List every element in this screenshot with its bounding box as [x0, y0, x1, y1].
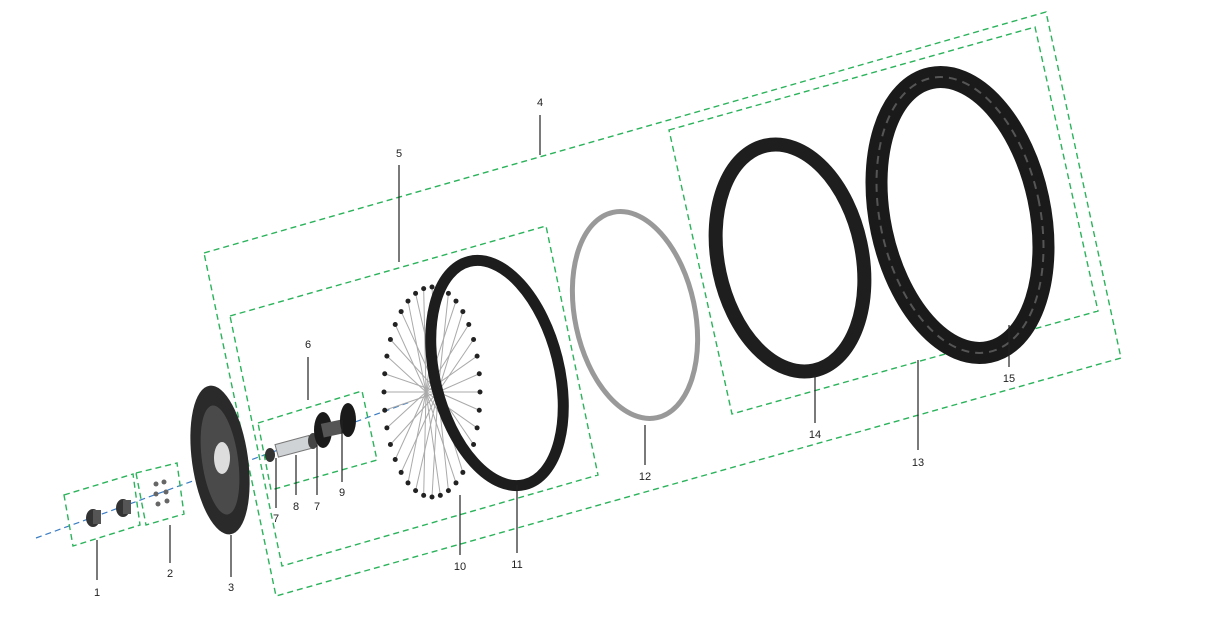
group-box-1 [63, 473, 141, 547]
spoke [384, 373, 439, 393]
spoke [386, 355, 427, 393]
callout-7b: 7 [314, 501, 320, 513]
spoke [425, 391, 441, 496]
spoke-nipple [384, 353, 390, 359]
spoke-nipple [429, 494, 435, 500]
spoke-nipple [460, 469, 466, 475]
spoke-nipple [429, 284, 435, 290]
part-brake-disc [190, 385, 250, 535]
callout-15: 15 [1003, 373, 1015, 385]
part-rim-strip [569, 209, 701, 421]
group-box-4 [203, 11, 1122, 597]
callout-13: 13 [912, 457, 924, 469]
spoke [437, 293, 449, 393]
spoke-nipple [474, 353, 480, 359]
spoke [400, 391, 439, 473]
spoke-nipple [392, 456, 398, 462]
spoke-nipple [387, 337, 393, 342]
callout-8: 8 [293, 501, 299, 513]
callout-6: 6 [305, 339, 311, 351]
callout-1: 1 [94, 587, 100, 599]
spoke-nipple [474, 425, 480, 431]
callout-4: 4 [537, 97, 543, 109]
spoke [437, 339, 474, 393]
spoke-nipple [382, 407, 388, 413]
spoke [390, 391, 439, 445]
spoke-nipple [421, 492, 427, 498]
group-box-13 [668, 26, 1099, 415]
callout-7a: 7 [273, 513, 279, 525]
spoke-nipple [437, 492, 443, 498]
spoke [423, 391, 427, 496]
spoke-nipple [405, 298, 411, 304]
spoke-nipple [405, 480, 411, 486]
group-box-6 [257, 390, 378, 491]
spoke-nipple [445, 488, 451, 494]
spoke-nipple [453, 298, 459, 304]
group-box-2 [135, 462, 185, 526]
spoke [437, 373, 480, 393]
spoke [394, 324, 427, 393]
callout-5: 5 [396, 148, 402, 160]
spoke [394, 391, 427, 460]
spoke-nipple [381, 389, 387, 395]
callout-3: 3 [228, 582, 234, 594]
spoke-nipple [476, 371, 482, 377]
spoke-nipple [398, 469, 404, 475]
spoke [437, 311, 464, 393]
spoke-nipple [445, 290, 451, 296]
callout-2: 2 [167, 568, 173, 580]
spoke [384, 391, 439, 411]
spoke [415, 391, 439, 491]
part-hub [265, 403, 356, 462]
part-disc-bolts [153, 479, 170, 507]
callout-14: 14 [809, 429, 821, 441]
spoke-nipple [453, 480, 459, 486]
callout-11: 11 [511, 559, 522, 571]
spoke-nipple [466, 322, 472, 328]
part-inner-tube [708, 137, 872, 379]
spoke-nipple [392, 322, 398, 328]
part-axle-caps [86, 499, 131, 527]
spoke-nipple [387, 442, 393, 447]
callout-10: 10 [454, 561, 466, 573]
spoke-nipple [477, 389, 483, 395]
part-tire [865, 66, 1055, 364]
spoke-nipple [413, 488, 419, 494]
spoke [407, 300, 427, 393]
spoke-nipple [421, 286, 427, 292]
spoke-nipple [471, 442, 477, 447]
spoke-nipple [398, 309, 404, 315]
spoke-nipple [476, 407, 482, 413]
part-rim [425, 254, 569, 492]
spoke-nipple [460, 309, 466, 315]
tire-tread [875, 76, 1045, 354]
spoke-nipple [471, 337, 477, 342]
spoke-nipple [413, 290, 419, 296]
group-box-5 [229, 225, 599, 567]
callout-12: 12 [639, 471, 651, 483]
spoke [423, 288, 427, 393]
leader-lines [96, 115, 1010, 580]
spoke [431, 391, 439, 498]
spoke-nipple [384, 425, 390, 431]
spoke [437, 391, 480, 411]
callout-9: 9 [339, 487, 345, 499]
spoke-nipple [382, 371, 388, 377]
